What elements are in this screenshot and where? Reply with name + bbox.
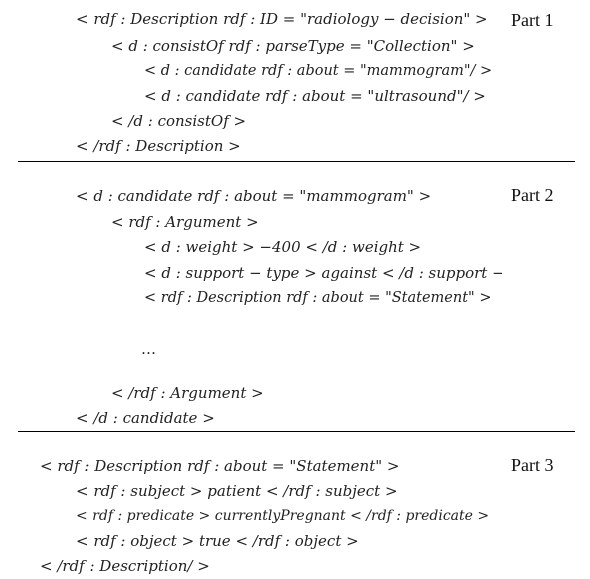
code-line: < d : weight > −400 < /d : weight > [144,238,422,256]
code-line: < rdf : Description rdf : about = "State… [40,457,400,475]
code-line: < d : candidate rdf : about = "mammogram… [76,187,432,205]
code-line: < d : candidate rdf : about = "ultrasoun… [144,87,486,105]
code-line: < rdf : Description rdf : ID = "radiolog… [76,10,488,28]
part-2-label: Part 2 [511,185,554,205]
code-line: < /rdf : Description/ > [40,557,210,575]
part-1-label: Part 1 [511,10,554,30]
code-line: < rdf : object > true < /rdf : object > [76,532,359,550]
code-line: < rdf : predicate > currentlyPregnant < … [76,508,490,524]
code-line: < d : consistOf rdf : parseType = "Colle… [111,37,475,55]
code-line: < d : support − type > against < /d : su… [144,264,502,282]
code-line: < /d : consistOf > [111,112,247,130]
code-line: < /d : candidate > [76,409,215,427]
section-divider [18,161,575,162]
code-line: < /rdf : Argument > [111,384,264,402]
code-line: < rdf : Argument > [111,213,259,231]
code-line: < /rdf : Description > [76,137,241,155]
code-line: < rdf : subject > patient < /rdf : subje… [76,482,398,500]
code-line: < rdf : Description rdf : about = "State… [144,290,492,306]
part-3-label: Part 3 [511,455,554,475]
ellipsis: … [141,340,158,358]
code-line: < d : candidate rdf : about = "mammogram… [144,63,493,79]
section-divider [18,431,575,432]
